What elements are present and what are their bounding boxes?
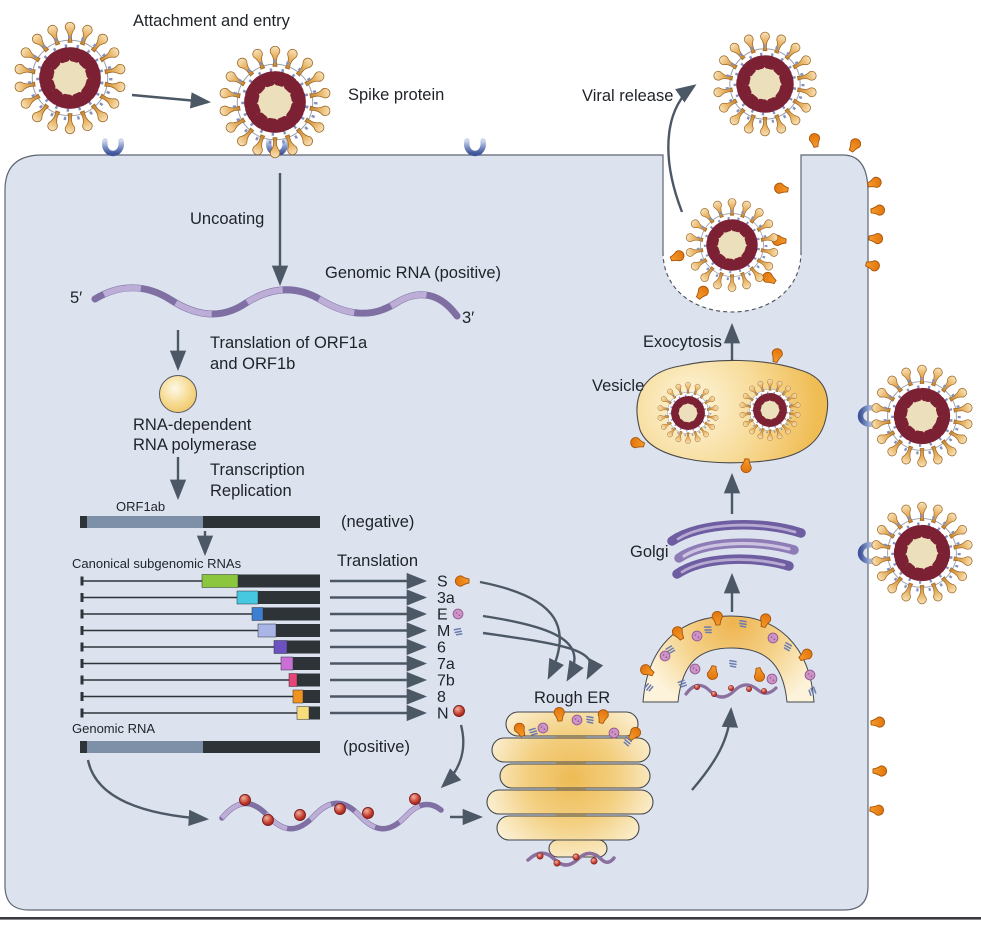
subgenomic-rna-rows: S 3a E M bbox=[80, 572, 455, 723]
sgrna-row: E bbox=[80, 605, 448, 624]
sgrna-row: 3a bbox=[80, 589, 455, 607]
genomic-rna-wave bbox=[91, 284, 461, 320]
figure-bottom-rule bbox=[0, 917, 981, 920]
virion-reattaching bbox=[871, 365, 973, 467]
sgrna-label: 7b bbox=[437, 673, 455, 690]
virion-reattaching bbox=[871, 502, 973, 604]
virion-released bbox=[713, 32, 817, 136]
label-orf1ab: ORF1ab bbox=[116, 499, 165, 514]
sgrna-row: N bbox=[80, 704, 449, 723]
label-rough-er: Rough ER bbox=[534, 689, 610, 707]
label-transcription: Transcription bbox=[210, 461, 305, 479]
sgrna-row: S bbox=[80, 572, 448, 591]
budding-compartment bbox=[638, 610, 818, 703]
golgi-apparatus bbox=[667, 519, 806, 579]
arrow-n-to-nucleocapsid bbox=[440, 724, 465, 789]
label-spike-protein: Spike protein bbox=[348, 86, 444, 104]
label-attachment-entry: Attachment and entry bbox=[133, 12, 291, 30]
label-canonical-subgenomic: Canonical subgenomic RNAs bbox=[72, 556, 242, 571]
label-genomic-rna-positive: Genomic RNA (positive) bbox=[325, 264, 501, 282]
sgrna-label: 6 bbox=[437, 640, 446, 657]
label-uncoating: Uncoating bbox=[190, 210, 264, 228]
exocytic-vesicle bbox=[629, 347, 829, 474]
rdrp-enzyme bbox=[159, 375, 197, 413]
sgrna-label: 7a bbox=[437, 656, 455, 673]
budding-rna bbox=[684, 683, 778, 699]
label-vesicle: Vesicle bbox=[592, 377, 644, 395]
label-rdrp-1: RNA-dependent bbox=[133, 416, 252, 434]
n-protein-icon bbox=[453, 705, 465, 717]
label-translation-orf1b: and ORF1b bbox=[210, 355, 295, 373]
arrow-er-to-budding bbox=[691, 706, 738, 791]
label-viral-release: Viral release bbox=[582, 87, 673, 105]
sgrna-label: E bbox=[437, 607, 448, 624]
virion-free bbox=[14, 22, 125, 133]
label-five-prime: 5′ bbox=[70, 289, 82, 307]
label-exocytosis: Exocytosis bbox=[643, 333, 722, 351]
sgrna-row: 6 bbox=[80, 638, 446, 657]
sgrna-row: M bbox=[80, 622, 450, 640]
sgrna-row: 7a bbox=[80, 655, 455, 673]
arrow-viral-release bbox=[667, 84, 697, 213]
arrow-m-to-er bbox=[482, 631, 604, 680]
sgrna-label: M bbox=[437, 623, 450, 640]
virion-attached bbox=[219, 46, 330, 157]
nucleocapsid-rna bbox=[219, 793, 444, 832]
sgrna-row: 7b bbox=[80, 671, 455, 690]
label-translation: Translation bbox=[337, 552, 418, 570]
label-golgi: Golgi bbox=[630, 543, 669, 561]
er-nascent-rna bbox=[526, 851, 616, 867]
arrow-genome-to-nucleocapsid bbox=[86, 759, 210, 826]
sgrna-label: N bbox=[437, 706, 449, 723]
label-rdrp-2: RNA polymerase bbox=[133, 436, 257, 454]
orf1ab-bar bbox=[80, 516, 320, 528]
label-positive: (positive) bbox=[343, 738, 410, 756]
sgrna-row: 8 bbox=[80, 688, 446, 706]
sgrna-label: S bbox=[437, 574, 448, 591]
text-labels: Attachment and entry Spike protein Viral… bbox=[70, 12, 722, 756]
exocytosis-pit-dashed-membrane bbox=[662, 251, 802, 313]
rough-er bbox=[486, 706, 654, 867]
cell-membrane-fill bbox=[5, 155, 868, 910]
flow-arrows bbox=[86, 84, 741, 826]
cell bbox=[4, 154, 869, 911]
genomic-rna-bar bbox=[80, 741, 320, 753]
arrow-e-to-er bbox=[482, 614, 584, 682]
e-protein-icon bbox=[452, 608, 464, 620]
arrow-attachment bbox=[131, 92, 212, 109]
label-negative: (negative) bbox=[341, 513, 414, 531]
label-genomic-rna: Genomic RNA bbox=[72, 721, 155, 736]
label-replication: Replication bbox=[210, 482, 292, 500]
arrow-s-to-er bbox=[479, 580, 564, 680]
cell-membrane-outline bbox=[4, 154, 869, 911]
sgrna-label: 3a bbox=[437, 590, 455, 607]
label-three-prime: 3′ bbox=[462, 309, 474, 327]
sgrna-label: 8 bbox=[437, 689, 446, 706]
label-translation-orf1a: Translation of ORF1a bbox=[210, 334, 368, 352]
